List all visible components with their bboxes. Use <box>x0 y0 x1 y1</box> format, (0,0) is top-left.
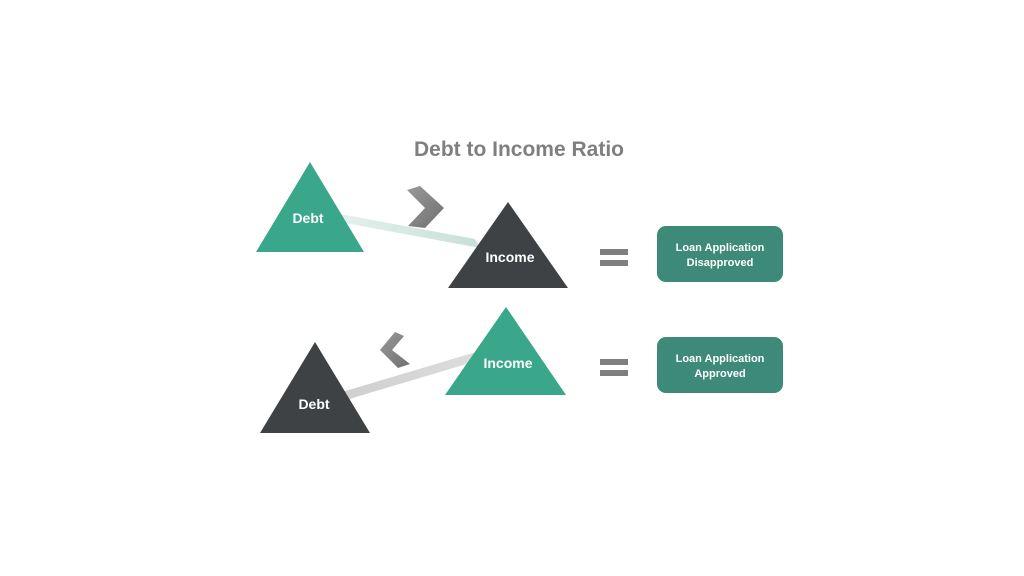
balance-beam <box>342 352 480 400</box>
result-line-2: Disapproved <box>687 257 754 269</box>
income-label: Income <box>483 355 532 371</box>
income-triangle <box>445 307 566 395</box>
result-line-2: Approved <box>694 368 745 380</box>
income-label: Income <box>485 249 534 265</box>
income-triangle <box>448 202 568 288</box>
debt-label: Debt <box>298 396 329 412</box>
diagram-title: Debt to Income Ratio <box>414 138 624 161</box>
balance-beam <box>340 214 480 248</box>
result-box-approved: Loan Application Approved <box>657 337 783 393</box>
debt-triangle <box>256 162 364 252</box>
debt-label: Debt <box>292 210 323 226</box>
debt-triangle <box>260 342 370 433</box>
chevron-left-icon <box>380 332 410 368</box>
result-box-disapproved: Loan Application Disapproved <box>657 226 783 282</box>
result-line-1: Loan Application <box>676 242 765 254</box>
equals-icon <box>600 249 628 266</box>
row-disapproved: Debt Income Loan Application Disapproved <box>256 162 783 288</box>
equals-icon <box>600 359 628 376</box>
row-approved: Debt Income Loan Application Approved <box>260 307 783 433</box>
result-line-1: Loan Application <box>676 353 765 365</box>
chevron-right-icon <box>407 186 444 228</box>
